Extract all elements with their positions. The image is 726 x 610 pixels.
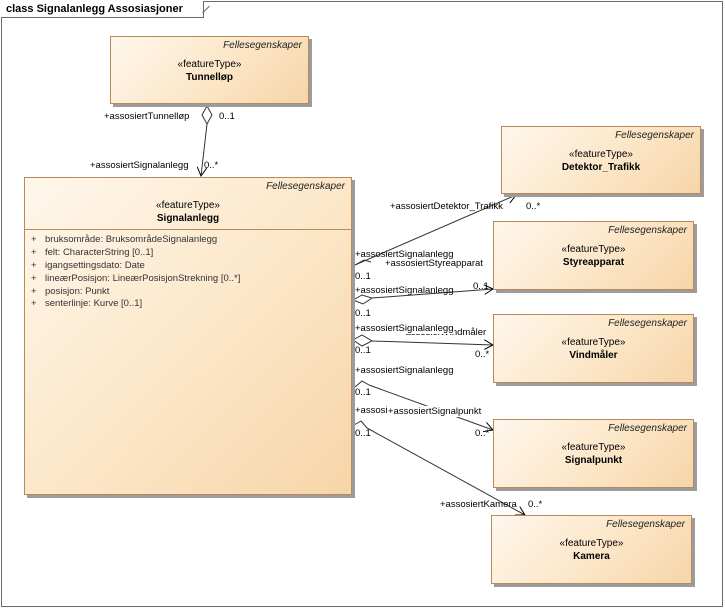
attribute-visibility: +: [31, 298, 37, 310]
class-tag: Fellesegenskaper: [608, 423, 687, 434]
class-tag: Fellesegenskaper: [608, 318, 687, 329]
association-tunnel[interactable]: [201, 104, 213, 176]
multiplicity-label: 0..*: [475, 428, 490, 439]
attribute-visibility: +: [31, 234, 37, 245]
association-detektor[interactable]: [354, 195, 516, 266]
class-stereotype: «featureType»: [559, 538, 624, 549]
multiplicity-label: 0..*: [528, 499, 543, 510]
aggregation-diamond: [201, 104, 213, 126]
attribute-row[interactable]: + igangsettingsdato: Date: [25, 260, 351, 273]
class-styreapparat[interactable]: Fellesegenskaper «featureType» Styreappa…: [493, 221, 694, 290]
role-label: +assosiertSignalpunkt: [388, 406, 482, 417]
class-tag: Fellesegenskaper: [606, 519, 685, 530]
class-stereotype: «featureType»: [569, 149, 633, 160]
class-stereotype: «featureType»: [561, 244, 626, 255]
role-label: +assosiertDetektor_Trafikk: [390, 201, 503, 212]
class-signalpunkt[interactable]: Fellesegenskaper «featureType» Signalpun…: [493, 419, 694, 488]
attribute-row[interactable]: + posisjon: Punkt: [25, 286, 351, 299]
class-tag: Fellesegenskaper: [615, 130, 694, 141]
multiplicity-label: 0..1: [355, 308, 371, 319]
attribute-visibility: +: [31, 272, 37, 284]
class-tunnellop[interactable]: Fellesegenskaper «featureType» Tunnelløp: [110, 36, 309, 104]
class-detektor-trafikk[interactable]: Fellesegenskaper «featureType» Detektor_…: [501, 126, 701, 194]
multiplicity-label: 0..1: [355, 345, 371, 356]
class-name: Detektor_Trafikk: [561, 162, 641, 173]
class-stereotype: «featureType»: [561, 442, 626, 453]
multiplicity-label: 0..1: [355, 387, 371, 398]
attribute-text: lineærPosisjon: LineærPosisjonStrekning …: [45, 272, 241, 284]
multiplicity-label: 0..1: [355, 271, 371, 282]
attribute-text: igangsettingsdato: Date: [45, 259, 145, 271]
role-label: +assosiertSignalanlegg: [355, 365, 454, 376]
class-stereotype: «featureType»: [561, 337, 626, 348]
attribute-row[interactable]: + senterlinje: Kurve [0..1]: [25, 298, 351, 311]
aggregation-diamond: [352, 334, 374, 347]
class-tag: Fellesegenskaper: [608, 225, 687, 236]
class-name: Kamera: [573, 551, 610, 562]
role-label: +assosiertStyreapparat: [385, 258, 483, 269]
multiplicity-label: 0..*: [475, 349, 490, 360]
attribute-text: senterlinje: Kurve [0..1]: [45, 298, 143, 310]
attribute-text: bruksområde: BruksområdeSignalanlegg: [45, 234, 218, 245]
association-vindmaler[interactable]: [352, 334, 493, 347]
role-label: +assosiertSignalanlegg: [355, 285, 454, 296]
class-stereotype: «featureType»: [177, 59, 242, 70]
class-tag: Fellesegenskaper: [266, 181, 345, 192]
diagram-title: class Signalanlegg Assosiasjoner: [1, 1, 204, 18]
class-signalanlegg[interactable]: Fellesegenskaper «featureType» Signalanl…: [24, 177, 352, 495]
class-tag: Fellesegenskaper: [223, 40, 302, 51]
multiplicity-label: 0..1: [219, 111, 235, 122]
attribute-visibility: +: [31, 259, 37, 271]
multiplicity-label: 0..1: [355, 428, 371, 439]
class-name: Tunnelløp: [185, 72, 234, 83]
class-kamera[interactable]: Fellesegenskaper «featureType» Kamera: [491, 515, 692, 584]
multiplicity-label: 0..1: [473, 281, 489, 292]
class-name: Vindmåler: [569, 350, 618, 361]
multiplicity-label: 0..*: [526, 201, 541, 212]
attribute-row[interactable]: + bruksområde: BruksområdeSignalanlegg: [25, 234, 351, 247]
class-name: Signalanlegg: [156, 213, 220, 224]
class-divider: [25, 229, 351, 230]
role-label: +assosiertSignalanlegg: [355, 249, 454, 260]
aggregation-diamond: [351, 294, 374, 305]
role-label: +assosiertTunnelløp: [104, 111, 190, 122]
attribute-row[interactable]: + lineærPosisjon: LineærPosisjonStrekning…: [25, 273, 351, 286]
attribute-visibility: +: [31, 285, 37, 297]
class-name: Styreapparat: [562, 257, 625, 268]
class-stereotype: «featureType»: [156, 200, 220, 211]
role-label: +assosiertSignalanlegg: [355, 405, 388, 416]
attribute-visibility: +: [31, 246, 37, 258]
association-kamera[interactable]: [353, 420, 525, 515]
attribute-row[interactable]: + felt: CharacterString [0..1]: [25, 247, 351, 260]
class-name: Signalpunkt: [564, 455, 623, 466]
attribute-text: felt: CharacterString [0..1]: [45, 246, 154, 258]
role-label: +assosiertKamera: [440, 499, 517, 510]
multiplicity-label: 0..*: [204, 160, 219, 171]
class-vindmaler[interactable]: Fellesegenskaper «featureType» Vindmåler: [493, 314, 694, 383]
role-label: +assosiertSignalanlegg: [355, 323, 454, 334]
attribute-text: posisjon: Punkt: [45, 285, 110, 297]
role-label: +assosiertSignalanlegg: [90, 160, 189, 171]
attribute-list: + bruksområde: BruksområdeSignalanlegg + f…: [25, 234, 351, 311]
association-styreapparat[interactable]: [351, 289, 493, 305]
